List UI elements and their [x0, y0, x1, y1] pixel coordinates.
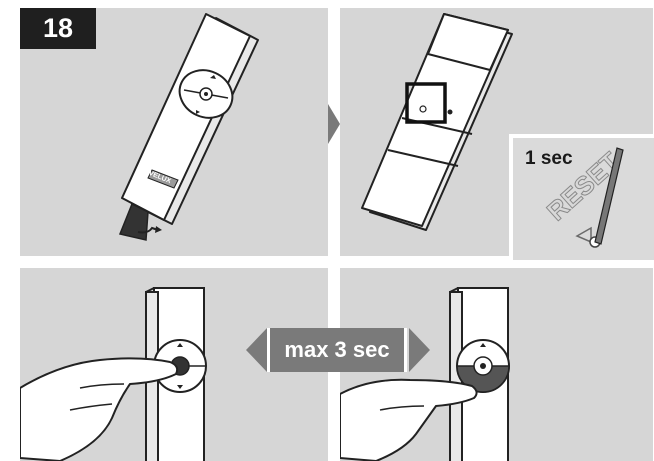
- reset-detail-inset: 1 sec RESET: [509, 134, 654, 260]
- left-arrow-icon: [246, 328, 267, 372]
- callout-duration-label: max 3 sec: [267, 328, 407, 372]
- right-arrow-icon: [409, 328, 430, 372]
- duration-callout: max 3 sec: [246, 328, 430, 372]
- step-number-badge: 18: [20, 8, 96, 49]
- next-step-arrow-icon: [328, 104, 340, 144]
- reset-detail-illustration: RESET: [513, 138, 653, 256]
